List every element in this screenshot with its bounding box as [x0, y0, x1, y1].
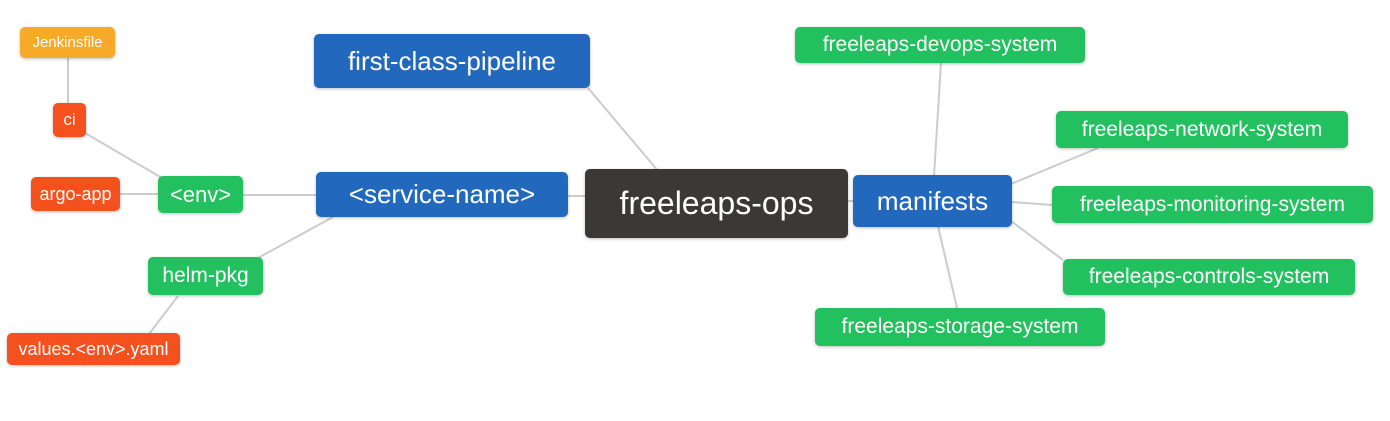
- node-jenkinsfile[interactable]: Jenkinsfile: [20, 27, 115, 58]
- edge-ci-env: [84, 132, 163, 179]
- node-env[interactable]: <env>: [158, 176, 243, 213]
- node-root-freeleaps-ops[interactable]: freeleaps-ops: [585, 169, 848, 238]
- edge-manifests-devops: [933, 62, 942, 177]
- edge-manifests-storage: [937, 225, 958, 309]
- edge-manifests-controls: [1010, 220, 1064, 261]
- node-ci[interactable]: ci: [53, 103, 86, 137]
- node-freeleaps-network-system[interactable]: freeleaps-network-system: [1056, 111, 1348, 148]
- node-freeleaps-controls-system[interactable]: freeleaps-controls-system: [1063, 259, 1355, 295]
- node-helm-pkg[interactable]: helm-pkg: [148, 257, 263, 295]
- edge-values-helmpkg: [148, 295, 179, 335]
- node-argo-app[interactable]: argo-app: [31, 177, 120, 211]
- edge-manifests-network: [1010, 147, 1099, 185]
- node-freeleaps-storage-system[interactable]: freeleaps-storage-system: [815, 308, 1105, 346]
- edge-helmpkg-servicename: [257, 216, 334, 259]
- edge-manifests-monitoring: [1010, 201, 1054, 206]
- node-service-name[interactable]: <service-name>: [316, 172, 568, 217]
- node-freeleaps-monitoring-system[interactable]: freeleaps-monitoring-system: [1052, 186, 1373, 223]
- edge-pipeline-root: [587, 87, 660, 173]
- node-freeleaps-devops-system[interactable]: freeleaps-devops-system: [795, 27, 1085, 63]
- node-manifests[interactable]: manifests: [853, 175, 1012, 227]
- node-values-env-yaml[interactable]: values.<env>.yaml: [7, 333, 180, 365]
- node-first-class-pipeline[interactable]: first-class-pipeline: [314, 34, 590, 88]
